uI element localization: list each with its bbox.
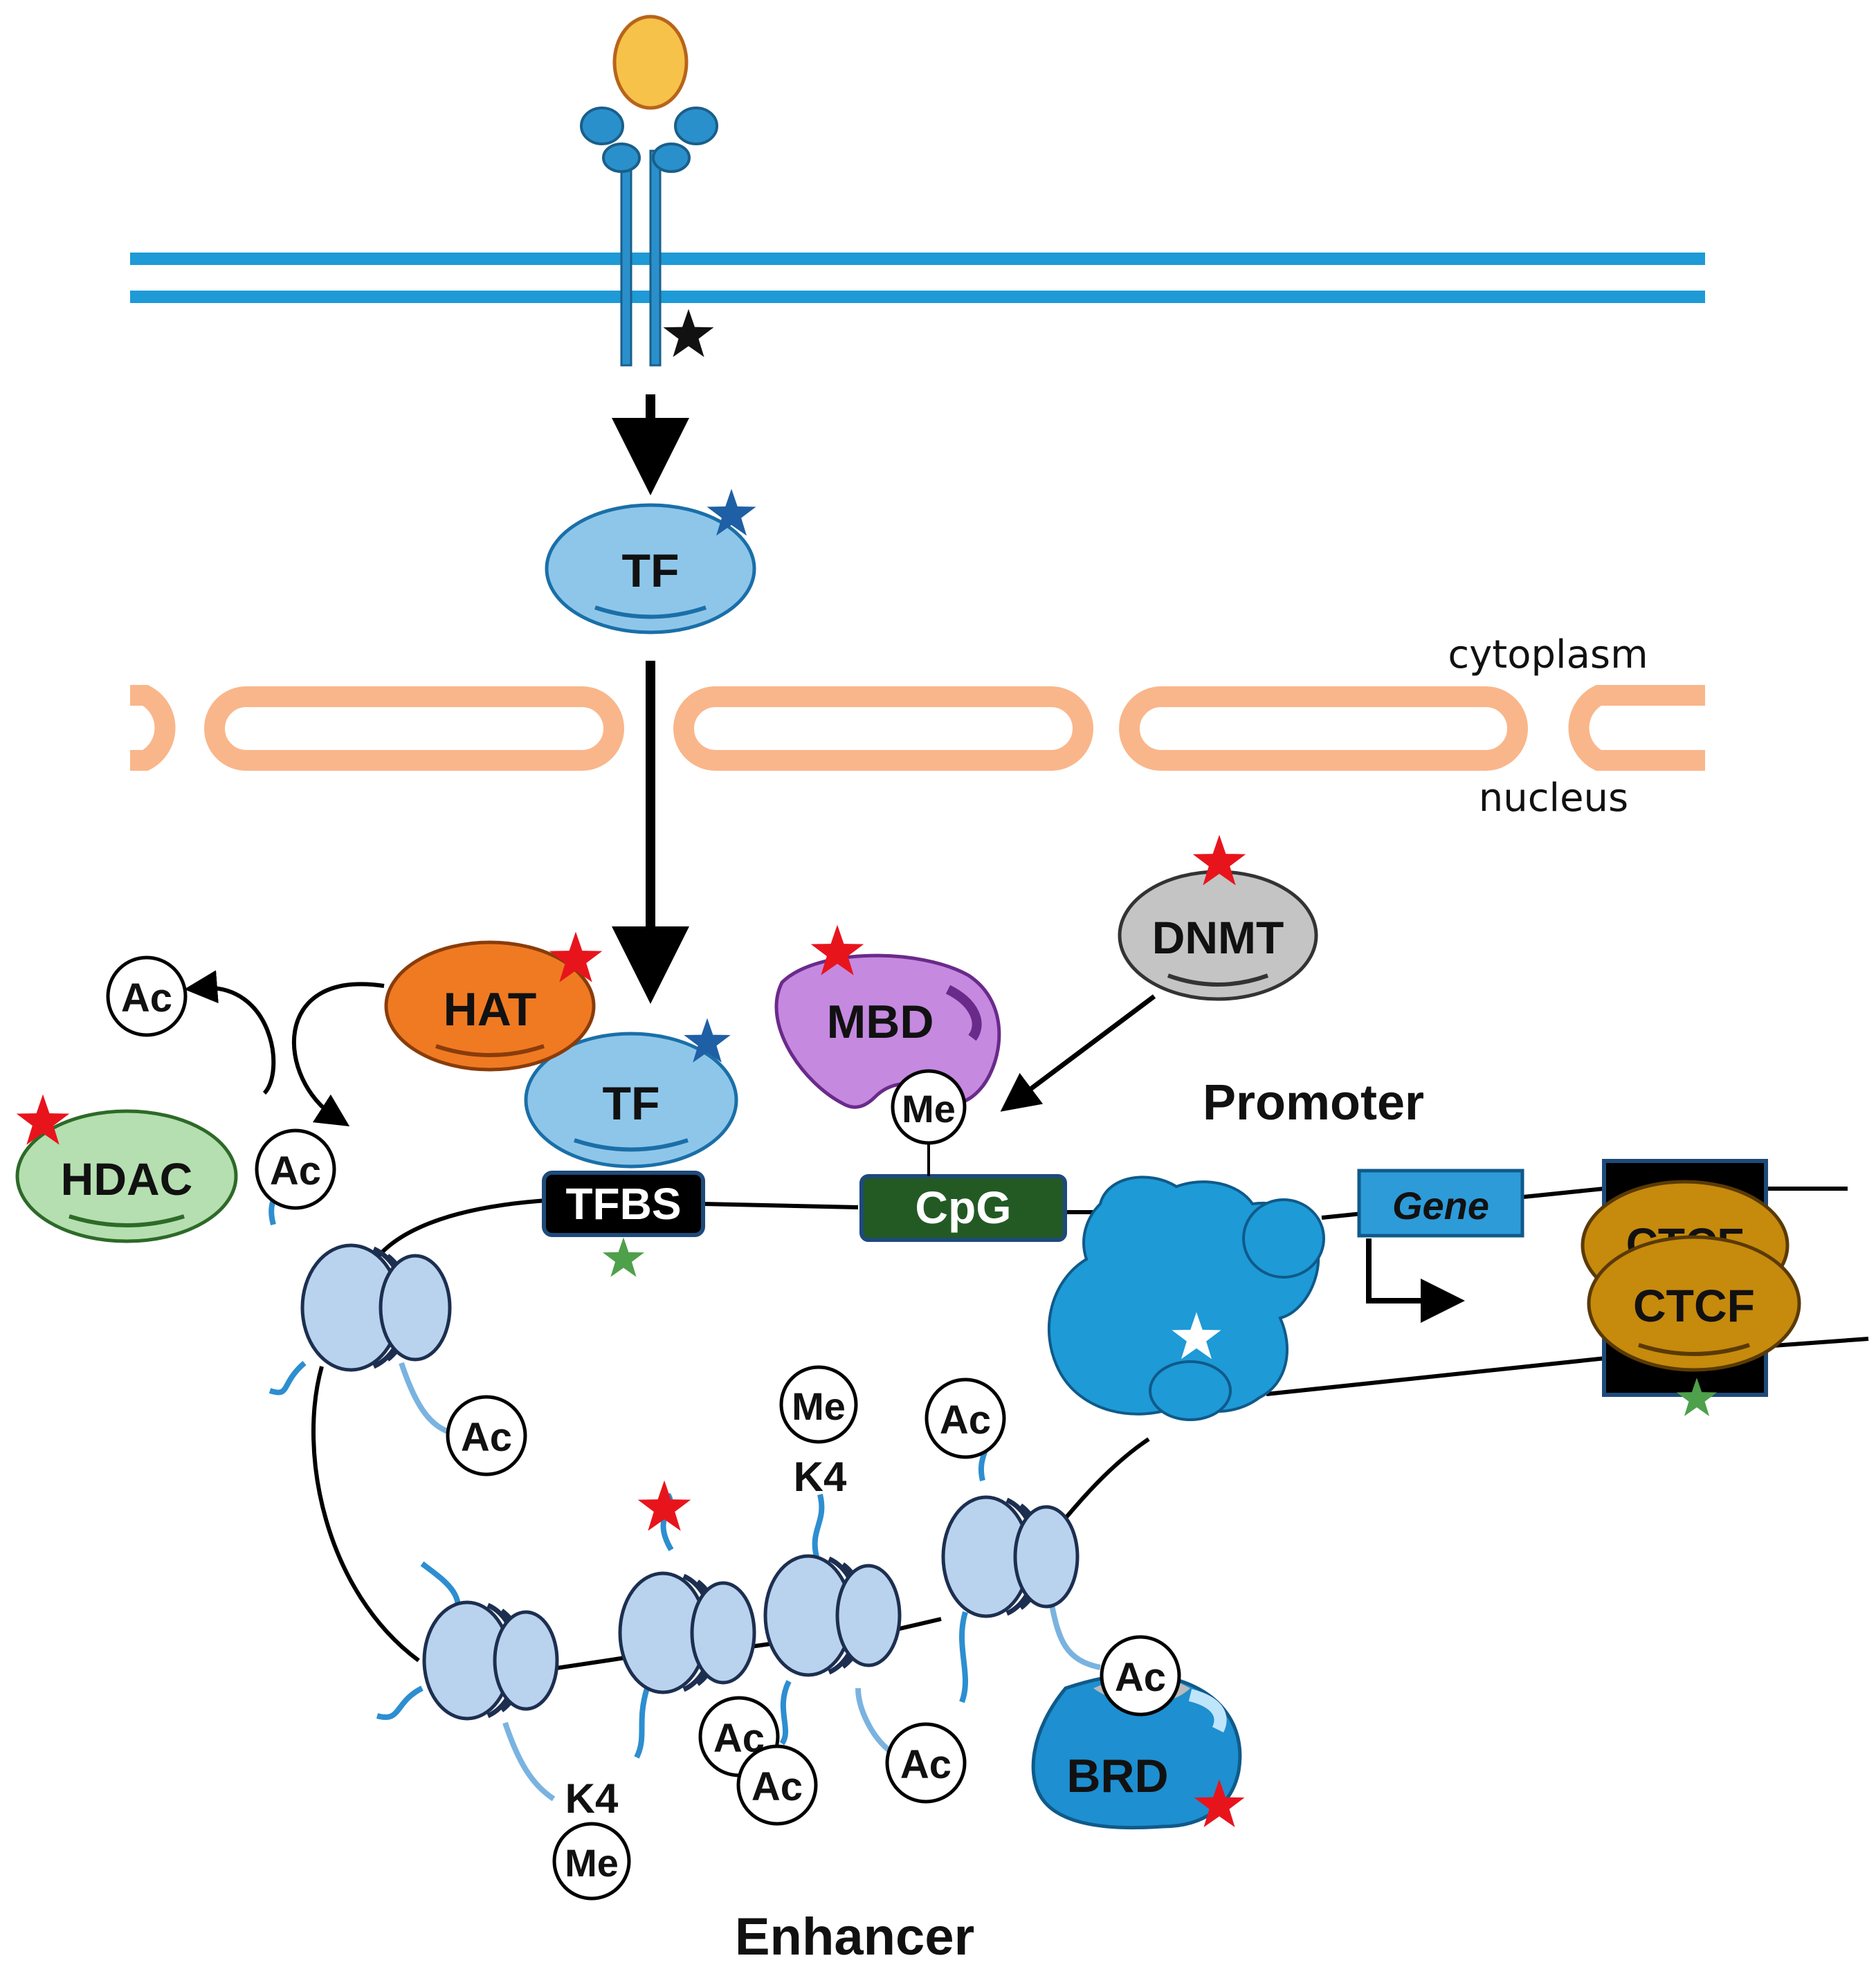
ac-mark-text: Ac [900,1742,951,1787]
ac-mark-text: Ac [752,1764,803,1809]
promoter-label: Promoter [1203,1075,1424,1131]
ac-mark-text: Ac [940,1398,991,1443]
membrane-receptor [580,107,718,367]
me-mark-text: Me [792,1384,846,1428]
ac-mark-text: Ac [461,1415,512,1460]
cpg-label: CpG [915,1182,1011,1233]
nucleosome-enhancer-3 [763,1494,902,1753]
tf-label-cytoplasm: TF [621,545,679,597]
ac-mark-text: Ac [1115,1655,1166,1700]
nucleosome-enhancer-1 [376,1561,559,1802]
nucleosome-enhancer-2 [618,1492,756,1759]
transcription-start-arrow [1366,1238,1465,1323]
dnmt-label: DNMT [1152,912,1284,963]
hdac-label: HDAC [61,1153,193,1205]
ac-mark-enhancer-2-front: Ac [736,1744,818,1826]
mbd-label: MBD [827,996,934,1048]
brd-label: BRD [1066,1750,1168,1802]
nucleosome-upper-left [268,1185,452,1435]
hat-label: HAT [444,983,537,1036]
me-mark-k4-lower: Me [552,1822,631,1901]
dnmt-enzyme: DNMT [1118,870,1318,1001]
ac-mark-upper-nucleosome-tail: Ac [446,1395,527,1476]
ac-mark-text: Ac [270,1149,321,1193]
k4-label-upper: K4 [794,1454,847,1500]
ctcf-protein-front: CTCF [1587,1235,1801,1372]
nuclear-envelope [130,685,1705,771]
tfbs-star [602,1237,645,1277]
ac-mark-brd-bound: Ac [1100,1635,1181,1717]
hdac-enzyme: HDAC [15,1109,238,1243]
ac-mark-upper-nucleosome: Ac [255,1128,336,1210]
hat-enzyme: HAT [384,940,596,1072]
tfbs-label: TFBS [565,1179,681,1229]
ac-mark-enhancer-3: Ac [885,1722,967,1804]
dnmt-methylation-arrow [1000,994,1156,1112]
me-mark-k4-upper: Me [779,1365,858,1444]
tfbs-element: TFBS [542,1171,705,1237]
nucleosome-enhancer-4 [941,1423,1101,1703]
receptor-activation-star [663,309,714,358]
transcription-factor-bound: TF [524,1032,738,1169]
nucleus-label: nucleus [1479,776,1628,821]
transcription-factor-cytoplasm: TF [545,503,756,634]
gene-label: Gene [1392,1184,1489,1227]
mbd-protein: MBD [774,953,1001,1109]
rna-polymerase-complex [1047,1175,1325,1421]
enhancer-label: Enhancer [735,1907,974,1966]
ac-mark-free: Ac [106,955,188,1037]
ac-mark-text: Ac [121,976,172,1021]
plasma-membrane [130,253,1705,303]
gene-element: Gene [1357,1169,1524,1238]
tf-label-bound: TF [602,1077,659,1130]
me-mark-cpg: Me [891,1069,967,1145]
ctcf-label-front: CTCF [1633,1280,1755,1331]
ligand [612,15,689,110]
me-mark-text: Me [565,1841,619,1885]
k4-label-lower: K4 [565,1775,619,1822]
acetylation-arrow [291,982,385,1127]
me-mark-text: Me [902,1087,956,1131]
cytoplasm-label: cytoplasm [1448,632,1648,677]
cpg-element: CpG [859,1174,1067,1242]
ac-mark-enhancer-4-top: Ac [925,1378,1006,1459]
deacetylation-arrow [184,970,276,1095]
